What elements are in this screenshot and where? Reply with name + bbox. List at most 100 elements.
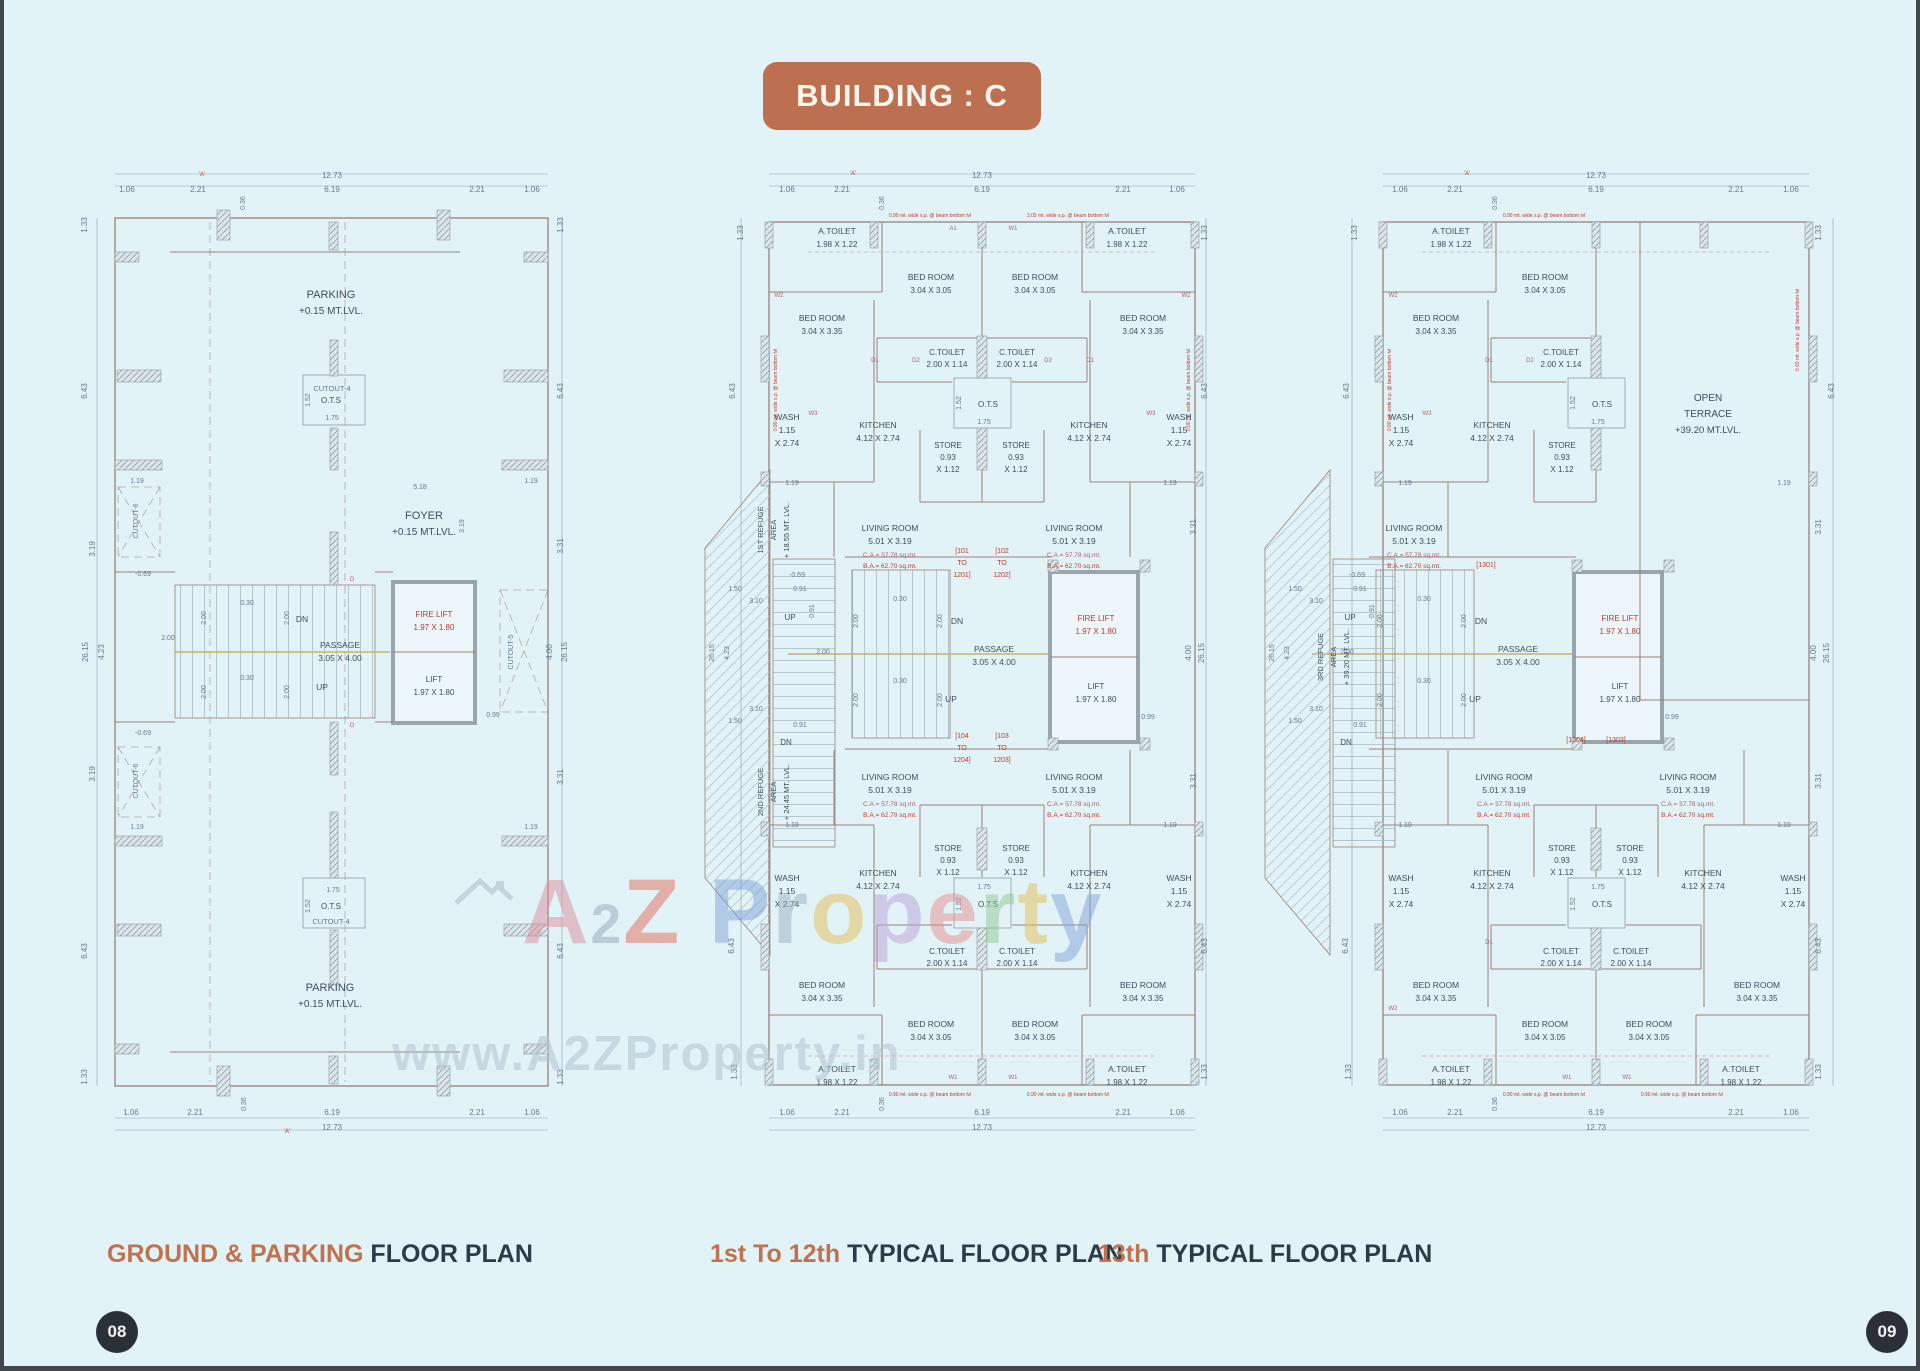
plan-text-label: UP (1469, 694, 1481, 704)
watermark-brand: A2Z Property (452, 842, 1103, 965)
plan-text-label: 6.43 (1200, 383, 1209, 399)
plan-text-label: 1.50 (1288, 718, 1302, 725)
plan-text-label: +39.20 MT.LVL. (1675, 425, 1741, 436)
plan-text-label: [1301] (1476, 562, 1496, 569)
plan-text-label: 26.15 (560, 641, 569, 662)
plan-text-label: DN (780, 738, 792, 747)
plan-text-label: [1304] (1566, 737, 1586, 744)
plan-text-label: 2.00 (1377, 693, 1384, 707)
plan-text-label: 2.00 (1377, 614, 1384, 628)
plan-text-label: 1.33 (80, 1069, 89, 1085)
plan-text-label: W3 (809, 411, 819, 417)
plan-text-label: 5.01 X 3.19 (1052, 536, 1096, 546)
plan-text-label: 4.12 X 2.74 (1470, 433, 1514, 443)
watermark-letter: A (522, 861, 591, 963)
plan-text-label: BED ROOM (1522, 272, 1568, 282)
plan-text-label: AREA (1329, 647, 1338, 667)
plan-text-label: 4.23 (724, 646, 731, 660)
plan-text-label: 1203] (993, 757, 1011, 764)
plan-text-label: STORE (1002, 441, 1029, 450)
plan-text-label: 2.00 (1461, 693, 1468, 707)
plan-text-label: 1.52 (305, 393, 312, 407)
plan-text-label: 3.04 X 3.35 (1123, 994, 1164, 1003)
plan-text-label: 6.19 (324, 185, 340, 194)
plan-text-label: 6.43 (1827, 383, 1836, 399)
plan-text-label: 0.36 (879, 196, 886, 210)
plan-text-label: X 2.74 (775, 899, 800, 909)
plan-text-label: KITCHEN (1473, 868, 1510, 878)
plan-text-label: 2.00 X 1.14 (927, 959, 968, 968)
plan-text-label: 6.43 (1200, 938, 1209, 954)
plan-text-label: X 2.74 (1389, 899, 1414, 909)
building-title: BUILDING : C (796, 78, 1008, 113)
plan-text-label: 1.06 (1783, 185, 1799, 194)
plan-text-label: 1204] (953, 757, 971, 764)
plan-text-label: 1.19 (524, 824, 538, 831)
plan-text-label: C.TOILET (999, 348, 1035, 357)
page-border-right (1916, 0, 1920, 1371)
plan-text-label: 3.04 X 3.05 (1015, 286, 1056, 295)
plan-text-label: 0.91 (1353, 586, 1367, 593)
plan-text-label: 5.01 X 3.19 (1482, 785, 1526, 795)
plan-text-label: CUTOUT-6 (133, 503, 140, 538)
plan-text-label: B.A.= 62.70 sq.mt. (1477, 812, 1531, 819)
plan-text-label: 1.19 (524, 478, 538, 485)
plan-text-label: X 1.12 (1618, 868, 1642, 877)
caption-ground-parking: GROUND & PARKING FLOOR PLAN (107, 1240, 533, 1269)
plan-text-label: 1.19 (785, 822, 799, 829)
plan-text-label: TO (957, 745, 967, 752)
plan-text-label: WASH (1780, 873, 1805, 883)
plan-text-label: KITCHEN (1070, 420, 1107, 430)
plan-text-label: 0.90 mt. wide s.p. @ beam bottom lvl (1641, 1092, 1723, 1098)
plan-text-label: 1.97 X 1.80 (1600, 695, 1641, 704)
plan-text-label: 1.06 (779, 185, 795, 194)
plan-text-label: WASH (1166, 412, 1191, 422)
plan-text-label: A.TOILET (1108, 1064, 1146, 1074)
plan-text-label: 1.97 X 1.80 (414, 623, 455, 632)
plan-text-label: 4.00 (1184, 645, 1193, 661)
plan-text-label: 0.91 (793, 722, 807, 729)
plan-text-label: 3.19 (88, 766, 97, 782)
plan-text-label: 1.98 X 1.22 (1107, 1078, 1148, 1087)
plan-text-label: BED ROOM (799, 313, 845, 323)
plan-text-label: C.A.= 57.78 sq.mt. (1387, 552, 1441, 559)
plan-text-label: 6.43 (728, 383, 737, 399)
plan-text-label: [102 (995, 548, 1009, 555)
plan-text-label: 2.00 (816, 649, 830, 656)
plan-text-label: 1.97 X 1.80 (414, 688, 455, 697)
plan-text-label: FIRE LIFT (1078, 614, 1115, 623)
plan-text-label: X 2.74 (1781, 899, 1806, 909)
plan-text-label: 0.36 (1492, 1097, 1499, 1111)
plan-text-label: A.TOILET (818, 226, 856, 236)
plan-text-label: 2.21 (834, 1108, 850, 1117)
plan-text-label: LIVING ROOM (862, 772, 919, 782)
plan-text-label: X 1.12 (936, 868, 960, 877)
plan-text-label: 12.73 (322, 171, 343, 180)
plan-text-label: FOYER (405, 510, 443, 522)
plan-text-label: 1.98 X 1.22 (1431, 1078, 1472, 1087)
plan-text-label: [1303] (1606, 737, 1626, 744)
plan-text-label: BED ROOM (799, 980, 845, 990)
plan-text-label: 0.90 mt. wide s.p. @ beam bottom lvl (1503, 1092, 1585, 1098)
plan-text-label: 3.10 (749, 598, 763, 605)
plan-text-label: 2.21 (1728, 185, 1744, 194)
plan-text-label: 1.98 X 1.22 (1107, 240, 1148, 249)
plan-text-label: 3.10 (1309, 706, 1323, 713)
plan-text-label: KITCHEN (1070, 868, 1107, 878)
plan-text-label: 1.50 (728, 718, 742, 725)
page-border-bottom (0, 1366, 1920, 1371)
plan-text-label: 3.04 X 3.35 (1416, 994, 1457, 1003)
plan-text-label: 0.36 (240, 196, 247, 210)
plan-text-label: 1.75 (1591, 884, 1605, 891)
plan-text-label: 2.00 X 1.14 (1541, 360, 1582, 369)
plan-text-label: O.T.S (321, 396, 341, 405)
plan-text-label: 4.00 (545, 644, 554, 660)
plan-text-label: 0.93 (1554, 453, 1570, 462)
plan-text-label: X 1.12 (1004, 868, 1028, 877)
plan-text-label: 1.98 X 1.22 (817, 240, 858, 249)
plan-text-label: 1.33 (1200, 1064, 1209, 1080)
plan-text-label: 1.15 (779, 425, 796, 435)
plan-text-label: 2.21 (469, 1108, 485, 1117)
plan-text-label: 4.12 X 2.74 (856, 433, 900, 443)
